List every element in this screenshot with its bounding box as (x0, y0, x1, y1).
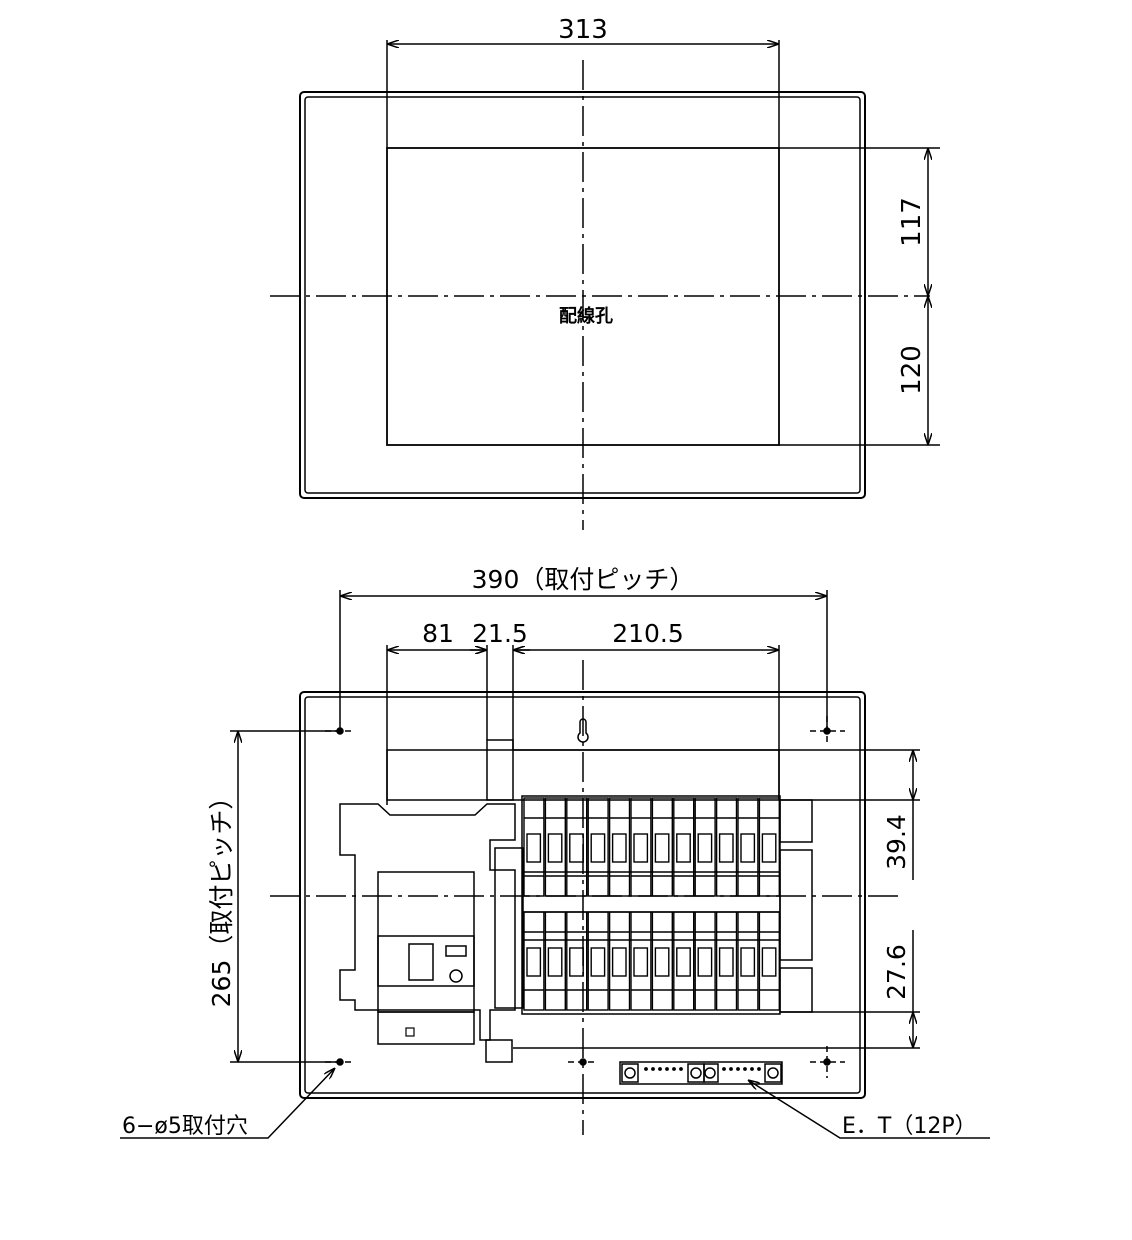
earth-terminal-block (619, 1061, 783, 1085)
branch-breaker-lower (651, 911, 674, 1011)
branch-breaker-upper (630, 797, 652, 897)
main-breaker-bottom-terminal (377, 1011, 475, 1045)
branch-breaker-handle (633, 947, 649, 977)
branch-breaker-handle (740, 947, 756, 977)
main-breaker-face (377, 935, 475, 987)
branch-breaker-handle (654, 833, 670, 863)
terminal-screw (729, 1067, 733, 1071)
branch-breaker-handle (590, 947, 606, 977)
branch-breaker-handle (611, 947, 627, 977)
dim-210-5-label: 210.5 (612, 619, 684, 648)
branch-breaker-upper (544, 797, 567, 897)
branch-breaker-lower (737, 911, 759, 1011)
terminal-screw (651, 1067, 655, 1071)
branch-breaker-handle (526, 833, 542, 863)
branch-breaker-handle (761, 833, 777, 863)
branch-breaker-handle (718, 833, 734, 863)
branch-breaker-lower (608, 911, 631, 1011)
main-breaker-test-button (445, 945, 467, 957)
branch-breaker-lower (544, 911, 567, 1011)
terminal-screw (722, 1067, 726, 1071)
mount-hole-leader (120, 1068, 335, 1139)
dim-120-label: 120 (897, 345, 927, 395)
terminal-screw (750, 1067, 754, 1071)
dim-313-label: 313 (558, 15, 608, 45)
keyhole-hanger (577, 718, 589, 743)
branch-breaker-handle (611, 833, 627, 863)
branch-breaker-lower (523, 911, 545, 1011)
main-breaker-housing (339, 803, 516, 1041)
main-breaker-indicator (449, 969, 463, 983)
branch-breaker-handle (547, 833, 563, 863)
branch-breaker-handle (633, 833, 649, 863)
terminal-screw (757, 1067, 761, 1071)
branch-breaker-upper (587, 797, 609, 897)
dim-81-label: 81 (422, 619, 454, 648)
mounting-holes-label: 6−ø5取付穴 (122, 1114, 248, 1139)
branch-breaker-handle (697, 947, 713, 977)
main-breaker-block (377, 871, 475, 1013)
main-breaker-handle (408, 943, 434, 981)
branch-breaker-lower (673, 911, 695, 1011)
branch-breaker-lower (587, 911, 609, 1011)
branch-breaker-upper (758, 797, 781, 897)
terminal-leader (748, 1080, 990, 1139)
branch-breaker-upper (566, 797, 588, 897)
branch-breaker-upper (608, 797, 631, 897)
dim-39-4-label: 39.4 (882, 814, 911, 870)
terminal-screw (644, 1067, 648, 1071)
branch-breaker-handle (676, 947, 691, 977)
dim-265-label: 265（取付ピッチ） (207, 785, 236, 1008)
mounting-holes (325, 716, 845, 1078)
branch-breaker-handle (590, 833, 606, 863)
earth-terminal-label: E．T（12P） (842, 1114, 977, 1139)
branch-breaker-handle (526, 947, 542, 977)
dim-117-label: 117 (897, 197, 927, 247)
branch-breaker-lower (715, 911, 738, 1011)
branch-breaker-handle (547, 947, 563, 977)
branch-breaker-handle (718, 947, 734, 977)
branch-breaker-handle (761, 947, 777, 977)
terminal-screw (658, 1067, 662, 1071)
branch-breaker-lower (566, 911, 588, 1011)
dim-27-6-label: 27.6 (882, 944, 911, 1000)
branch-breaker-upper (523, 797, 545, 897)
branch-breaker-upper (694, 797, 716, 897)
branch-breakers (523, 797, 781, 1071)
branch-breaker-handle (740, 833, 756, 863)
dim-390-label: 390（取付ピッチ） (472, 565, 695, 594)
branch-breaker-lower (758, 911, 781, 1011)
branch-breaker-lower (630, 911, 652, 1011)
terminal-screw (665, 1067, 669, 1071)
branch-breaker-upper (737, 797, 759, 897)
top-view (270, 40, 940, 530)
branch-breaker-handle (654, 947, 670, 977)
dim-21-5-label: 21.5 (472, 619, 528, 648)
branch-breaker-handle (676, 833, 691, 863)
branch-breaker-upper (673, 797, 695, 897)
branch-breaker-handle (697, 833, 713, 863)
terminal-screw (679, 1067, 683, 1071)
branch-breaker-upper (651, 797, 674, 897)
branch-breaker-lower (694, 911, 716, 1011)
wiring-hole-label: 配線孔 (559, 305, 613, 327)
branch-breaker-handle (569, 833, 584, 863)
terminal-screw (743, 1067, 747, 1071)
terminal-screw (736, 1067, 740, 1071)
branch-breaker-upper (715, 797, 738, 897)
terminal-screw (672, 1067, 676, 1071)
branch-breaker-handle (569, 947, 584, 977)
